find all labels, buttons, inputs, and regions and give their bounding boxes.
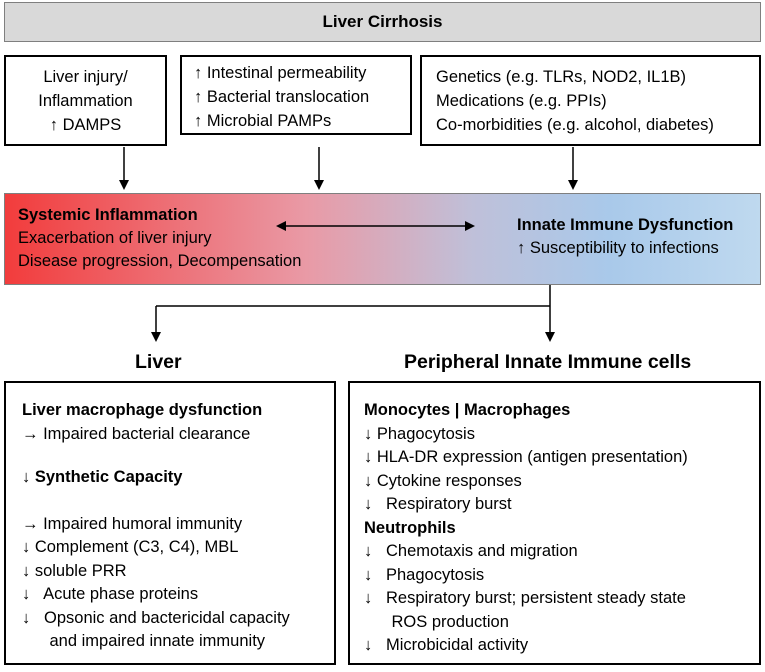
inflammation-dysfunction-band: Systemic Inflammation Exacerbation of li… (4, 193, 761, 285)
peripheral-box: Monocytes | Macrophages ↓ Phagocytosis ↓… (348, 381, 761, 665)
box-risk-factors: Genetics (e.g. TLRs, NOD2, IL1B) Medicat… (420, 55, 761, 146)
mono-line: ↓ Phagocytosis (364, 424, 475, 443)
diagram-title: Liver Cirrhosis (322, 12, 443, 31)
neut-line: ↓ Phagocytosis (364, 565, 485, 584)
monocytes-title: Monocytes | Macrophages (364, 401, 571, 419)
liver-box: Liver macrophage dysfunction → Impaired … (4, 381, 336, 665)
mono-line: ↓ Cytokine responses (364, 471, 522, 490)
neut-line: ROS production (364, 612, 509, 631)
liver-heading: Liver (135, 351, 182, 373)
title-bar: Liver Cirrhosis (4, 2, 761, 42)
box-intestinal: ↑ Intestinal permeability ↑ Bacterial tr… (180, 55, 412, 135)
liver-line: ↓ soluble PRR (22, 561, 127, 580)
box-line: Inflammation (38, 92, 133, 110)
liver-line: → Impaired humoral immunity (22, 514, 243, 533)
box-line: Medications (e.g. PPIs) (436, 92, 607, 110)
box-line: ↑ DAMPS (49, 116, 122, 134)
band-line: Disease progression, Decompensation (18, 252, 302, 270)
mono-line: ↓ HLA-DR expression (antigen presentatio… (364, 448, 688, 466)
band-line: ↑ Susceptibility to infections (517, 239, 719, 257)
box-line: ↑ Intestinal permeability (194, 64, 367, 82)
synthetic-capacity-title: ↓ Synthetic Capacity (22, 468, 183, 486)
neut-line: ↓ Respiratory burst; persistent steady s… (364, 589, 686, 607)
liver-line: → Impaired bacterial clearance (22, 424, 251, 443)
systemic-inflammation-title: Systemic Inflammation (18, 206, 198, 224)
box-line: Co-morbidities (e.g. alcohol, diabetes) (436, 116, 714, 134)
liver-line: ↓ Complement (C3, C4), MBL (22, 538, 239, 556)
innate-immune-dysfunction-title: Innate Immune Dysfunction (517, 216, 734, 234)
liver-line: ↓ Opsonic and bactericidal capacity (22, 608, 290, 627)
box-line: Liver injury/ (43, 68, 128, 86)
neut-line: ↓ Chemotaxis and migration (364, 542, 578, 560)
liver-macrophage-title: Liver macrophage dysfunction (22, 401, 263, 419)
box-liver-injury: Liver injury/ Inflammation ↑ DAMPS (4, 55, 167, 146)
box-line: Genetics (e.g. TLRs, NOD2, IL1B) (436, 68, 687, 86)
peripheral-heading: Peripheral Innate Immune cells (404, 351, 692, 373)
neut-line: ↓ Microbicidal activity (364, 636, 529, 654)
mono-line: ↓ Respiratory burst (364, 495, 512, 513)
neutrophils-title: Neutrophils (364, 518, 456, 537)
box-line: ↑ Bacterial translocation (194, 88, 370, 106)
box-line: ↑ Microbial PAMPs (194, 112, 332, 130)
band-line: Exacerbation of liver injury (18, 229, 212, 247)
liver-line: and impaired innate immunity (22, 632, 266, 650)
liver-line: ↓ Acute phase proteins (22, 585, 199, 603)
